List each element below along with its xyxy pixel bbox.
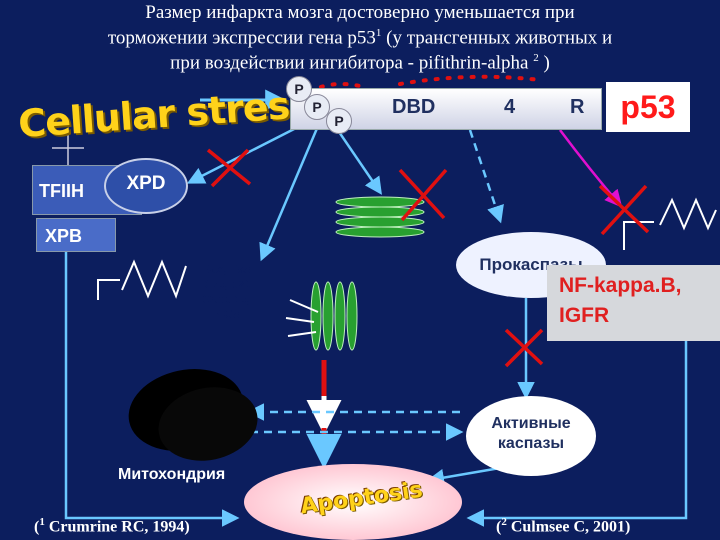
active-caspases-oval: Активные каспазы [466,396,596,476]
p53-box: p53 [606,82,690,132]
nfkb-igfr-box: NF-kappa.B, IGFR [547,265,720,341]
phospho-p3: P [326,108,352,134]
membrane-discs [336,197,424,237]
gene-zigzag-left [122,262,186,296]
domain-r-label: R [570,96,584,119]
magenta-arrow [560,130,620,205]
arrow-to-genes [262,126,318,258]
reference-left: (1 Crumrine RC, 1994) [34,516,190,536]
gene-zigzag-right [660,200,716,228]
arrow-to-membrane [335,126,380,192]
dbd-label: DBD [392,96,435,119]
xpd-oval: XPD [104,158,188,214]
mitochondria-label: Митохондрия [118,466,225,484]
channel-rods [311,282,357,350]
xpb-box: XPB [36,218,116,252]
dashed-arrow-procaspases [470,130,500,220]
reference-right: (2 Culmsee C, 2001) [496,516,630,536]
domain-4-label: 4 [504,96,515,119]
mitochondria-shape [121,359,264,470]
target-genes-label: Bax, Fas DR5, p21 Gadd45, PIGs [186,262,266,322]
